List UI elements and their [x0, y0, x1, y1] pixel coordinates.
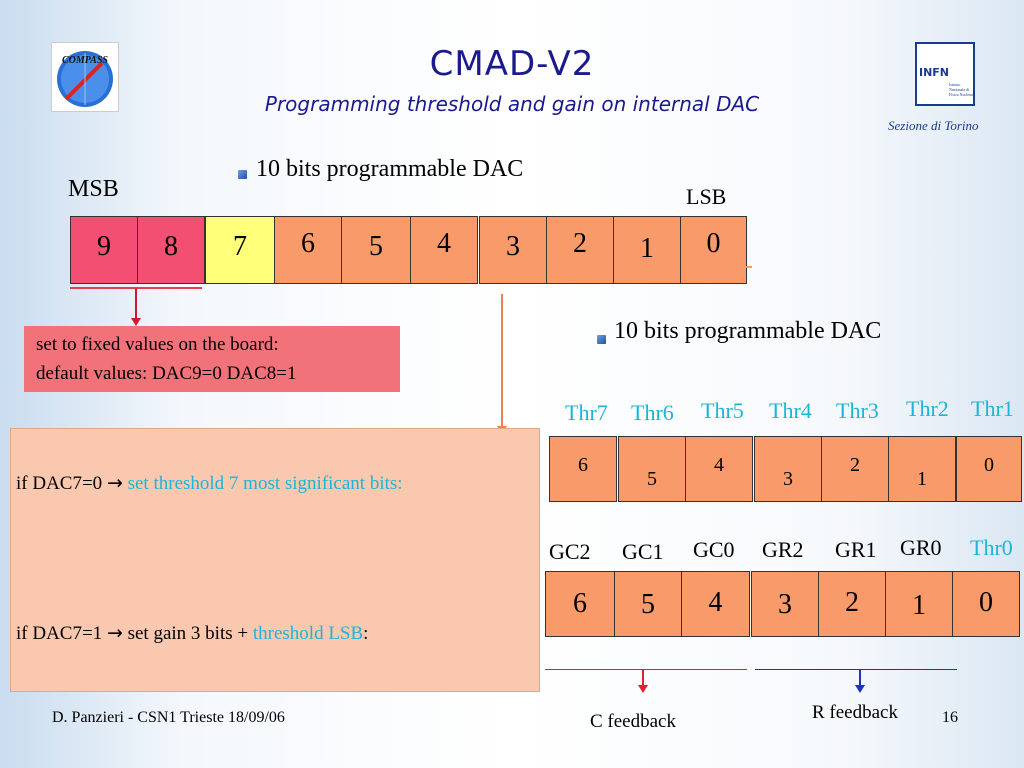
- footer-text: D. Panzieri - CSN1 Trieste 18/09/06: [52, 709, 285, 726]
- c-feedback-label: C feedback: [590, 711, 676, 732]
- dac-bullet-text: 10 bits programmable DAC: [256, 156, 524, 182]
- gain-bit-cell: 0: [952, 571, 1020, 637]
- thr-bit-cell: 2: [821, 436, 889, 502]
- bit-cell: 4: [410, 216, 478, 284]
- gain-bit-cell: 6: [545, 571, 615, 637]
- thr-bit-cell: 1: [888, 436, 956, 502]
- bullet-icon: [238, 170, 247, 179]
- infn-logo: INFN Istituto Nazionale di Fisica Nuclea…: [915, 42, 975, 106]
- gain-label: GC0: [693, 537, 735, 562]
- sezione-label: Sezione di Torino: [888, 118, 979, 133]
- note-line-2: default values: DAC9=0 DAC8=1: [36, 363, 297, 384]
- dac-bullet-text-2: 10 bits programmable DAC: [614, 318, 882, 344]
- bit-cell: 6: [274, 216, 342, 284]
- dac7-panel: [10, 428, 540, 692]
- bit-cell: 1: [613, 216, 681, 284]
- panel-line-2-prefix: if DAC7=1: [16, 623, 107, 644]
- compass-logo-text: COMPASS: [62, 55, 108, 66]
- page-title: CMAD-V2: [429, 44, 595, 84]
- gain-bit-cell: 4: [681, 571, 750, 637]
- thr-label: Thr3: [836, 398, 879, 423]
- gain-bit-cell: 5: [614, 571, 682, 637]
- compass-logo: COMPASS: [51, 42, 119, 112]
- bit-cell: 5: [341, 216, 411, 284]
- gain-bit-cell: 3: [751, 571, 819, 637]
- gain-label: GR0: [900, 535, 942, 560]
- panel-line-2-suffix: :: [363, 623, 369, 644]
- panel-line-2-mid: set gain 3 bits +: [127, 623, 253, 644]
- c-feedback-line: [545, 669, 747, 670]
- infn-logo-text: INFN: [918, 66, 950, 79]
- page-subtitle: Programming threshold and gain on intern…: [264, 92, 760, 116]
- gain-bit-cell: 1: [885, 571, 953, 637]
- bit-cell: 3: [479, 216, 547, 284]
- thr-label: Thr1: [971, 396, 1014, 421]
- panel-line-2-highlight: threshold LSB: [252, 623, 364, 644]
- thr-bit-cell: 5: [618, 436, 686, 502]
- compass-logo-icon: [57, 51, 113, 107]
- gain-label: GC1: [622, 539, 664, 564]
- thr-bit-cell: 6: [549, 436, 617, 502]
- gain-label: Thr0: [970, 535, 1013, 560]
- gain-label: GR1: [835, 537, 877, 562]
- thr-bit-cell: 3: [754, 436, 822, 502]
- thr-bit-cell: 0: [956, 436, 1022, 502]
- thr-label: Thr6: [631, 400, 674, 425]
- panel-line-1-prefix: if DAC7=0: [16, 473, 107, 494]
- down-arrow-icon: [131, 288, 141, 326]
- thr-label: Thr2: [906, 396, 949, 421]
- down-arrow-icon: [855, 669, 865, 693]
- gain-label: GC2: [549, 539, 591, 564]
- bit-cell: 9: [70, 216, 138, 284]
- orange-tick: [746, 266, 752, 268]
- gain-label: GR2: [762, 537, 804, 562]
- r-feedback-label: R feedback: [812, 702, 898, 723]
- lsb-label: LSB: [686, 184, 727, 209]
- thr-label: Thr4: [769, 398, 812, 423]
- panel-line-2: if DAC7=1 → set gain 3 bits + threshold …: [16, 622, 368, 645]
- r-feedback-line: [755, 669, 957, 670]
- bit-cell: 2: [546, 216, 614, 284]
- arrow-icon: →: [106, 622, 123, 644]
- fixed-values-note: set to fixed values on the board: defaul…: [24, 326, 400, 392]
- page-number: 16: [942, 709, 958, 726]
- gain-bit-cell: 2: [818, 571, 886, 637]
- arrow-icon: →: [106, 472, 123, 494]
- bit-cell: 7: [205, 216, 275, 284]
- thr-label: Thr7: [565, 400, 608, 425]
- panel-line-1: if DAC7=0 → set threshold 7 most signifi…: [16, 472, 403, 495]
- infn-logo-subtext: Istituto Nazionale di Fisica Nucleare: [949, 82, 974, 97]
- msb-label: MSB: [68, 176, 119, 202]
- bullet-icon: [597, 335, 606, 344]
- thr-bit-cell: 4: [685, 436, 753, 502]
- panel-line-1-highlight: set threshold 7 most significant bits:: [127, 473, 403, 494]
- bit-cell: 8: [137, 216, 205, 284]
- note-line-1: set to fixed values on the board:: [36, 334, 279, 355]
- thr-label: Thr5: [701, 398, 744, 423]
- down-arrow-icon: [497, 294, 507, 434]
- bit-cell: 0: [680, 216, 747, 284]
- down-arrow-icon: [638, 669, 648, 693]
